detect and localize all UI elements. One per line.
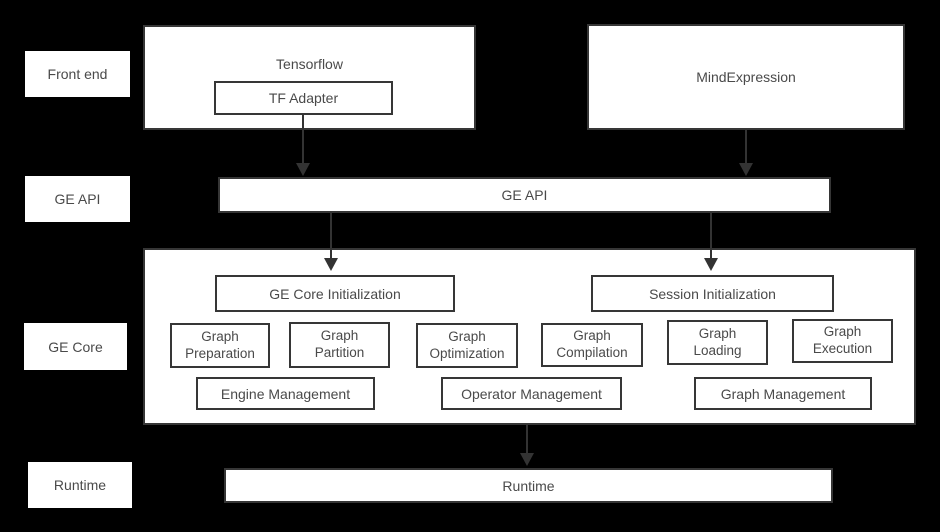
arrow-shaft [302, 114, 304, 165]
graph-execution-box: Graph Execution [792, 319, 893, 363]
runtime-bar: Runtime [224, 468, 833, 503]
arrow-head-icon [704, 258, 718, 271]
tensorflow-box: Tensorflow TF Adapter [143, 25, 476, 130]
arrow-mindexpression-to-ge-api [739, 130, 753, 176]
graph-partition-box: Graph Partition [289, 322, 390, 368]
graph-preparation-box: Graph Preparation [170, 323, 270, 368]
graph-optimization-box: Graph Optimization [416, 323, 518, 368]
arrow-head-icon [324, 258, 338, 271]
graph-loading-box: Graph Loading [667, 320, 768, 365]
arrow-tf-adapter-to-ge-api [296, 114, 310, 176]
layer-label-runtime: Runtime [28, 462, 132, 508]
arrow-ge-core-to-runtime [520, 425, 534, 466]
layer-label-front-end: Front end [25, 51, 130, 97]
session-initialization-box: Session Initialization [591, 275, 834, 312]
operator-management-box: Operator Management [441, 377, 622, 410]
graph-compilation-box: Graph Compilation [541, 323, 643, 367]
engine-management-box: Engine Management [196, 377, 375, 410]
mindexpression-box: MindExpression [587, 24, 905, 130]
arrow-shaft [745, 130, 747, 165]
tensorflow-title: Tensorflow [276, 56, 343, 72]
layer-label-ge-api: GE API [25, 176, 130, 222]
arrow-head-icon [520, 453, 534, 466]
ge-core-initialization-box: GE Core Initialization [215, 275, 455, 312]
arrow-ge-api-to-ge-core-initialization [324, 213, 338, 271]
arrow-head-icon [739, 163, 753, 176]
arrow-shaft [710, 213, 712, 260]
arrow-ge-api-to-session-initialization [704, 213, 718, 271]
arrow-head-icon [296, 163, 310, 176]
arrow-shaft [330, 213, 332, 260]
ge-api-bar: GE API [218, 177, 831, 213]
layer-label-ge-core: GE Core [24, 323, 127, 370]
arrow-shaft [526, 425, 528, 455]
graph-management-box: Graph Management [694, 377, 872, 410]
tf-adapter-box: TF Adapter [214, 81, 393, 115]
ge-core-box: GE Core Initialization Session Initializ… [143, 248, 916, 425]
